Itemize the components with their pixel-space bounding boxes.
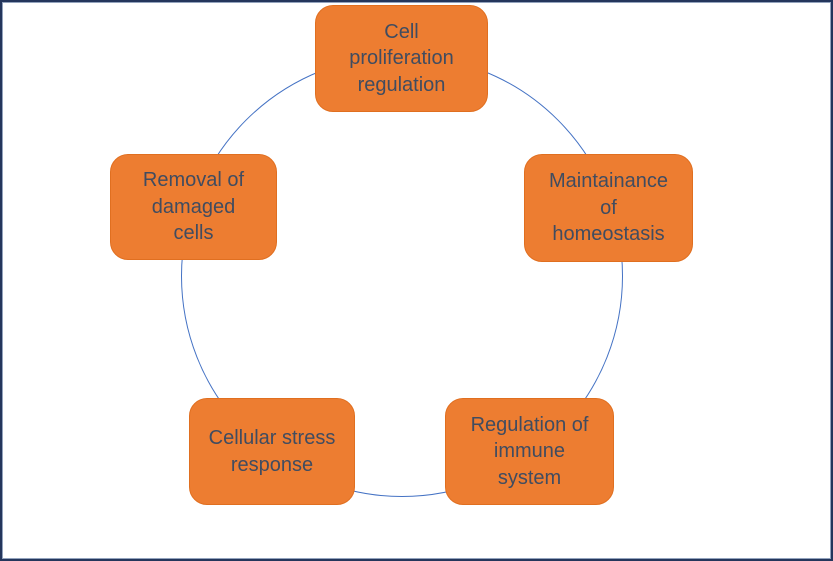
node-label: Regulation of immune system — [470, 413, 589, 489]
node-cellular-stress-response: Cellular stress response — [189, 398, 355, 505]
node-maintainance-of-homeostasis: Maintainance of homeostasis — [524, 154, 693, 262]
node-label: Maintainance of homeostasis — [549, 170, 668, 246]
node-label: Cellular stress response — [208, 427, 336, 476]
node-regulation-of-immune-system: Regulation of immune system — [445, 398, 614, 505]
node-cell-proliferation-regulation: Cell proliferation regulation — [315, 5, 488, 112]
node-label: Cell proliferation regulation — [349, 20, 454, 96]
node-label: Removal of damaged cells — [142, 169, 245, 245]
node-removal-of-damaged-cells: Removal of damaged cells — [110, 154, 277, 260]
